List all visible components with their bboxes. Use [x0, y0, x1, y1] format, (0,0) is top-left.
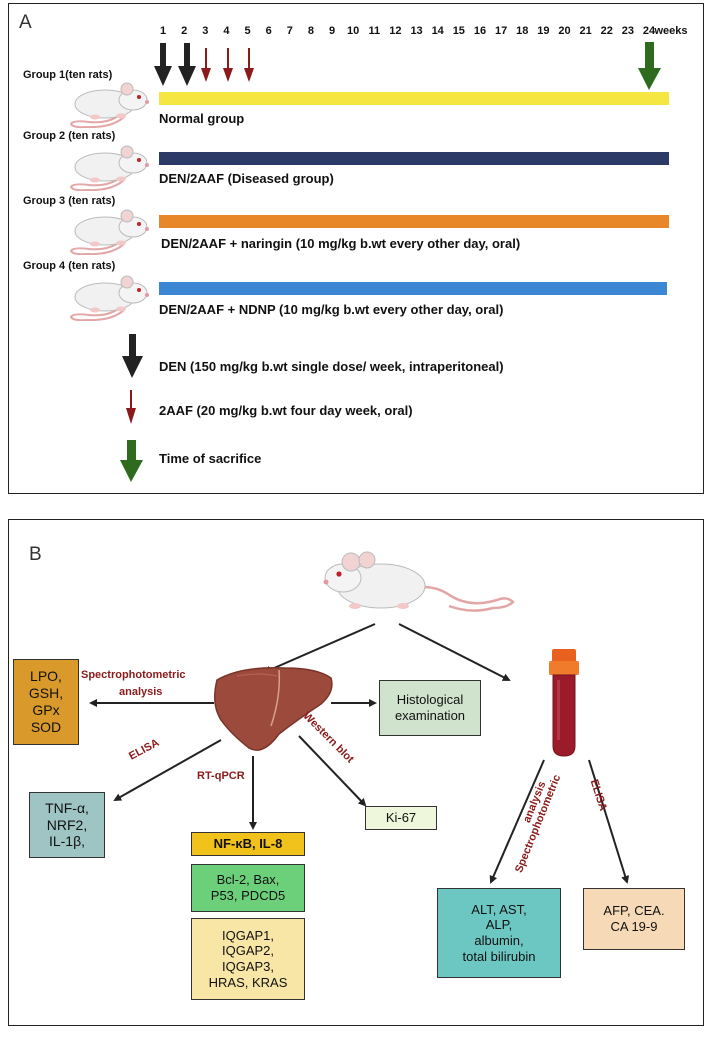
arrow-blood-to-tumor-markers: [588, 759, 630, 884]
week-tick-label: 23: [621, 25, 634, 37]
legend-den-text: DEN (150 mg/kg b.wt single dose/ week, i…: [159, 359, 504, 374]
week-tick-label: 7: [286, 25, 293, 37]
nfkb-il8-box: NF-κB, IL-8: [191, 832, 305, 856]
red-arrow-icon: [244, 48, 254, 82]
group-2-label: Group 2 (ten rats): [23, 130, 116, 142]
group-4-description: DEN/2AAF + NDNP (10 mg/kg b.wt every oth…: [159, 302, 504, 317]
week-tick-label: 2: [181, 25, 188, 37]
week-tick-label: 24: [642, 25, 656, 37]
histological-examination-box: Histological examination: [379, 680, 481, 736]
arrow-rat-to-liver: [263, 623, 376, 674]
week-tick-label: 9: [328, 25, 336, 37]
legend-sacrifice-text: Time of sacrifice: [159, 451, 262, 466]
red-arrow-icon: [223, 48, 233, 82]
cytokines-box: TNF-α, NRF2, IL-1β,: [29, 792, 105, 858]
apoptosis-genes-box: Bcl-2, Bax, P53, PDCD5: [191, 864, 305, 912]
green-arrow-icon: [120, 440, 143, 482]
iqgap-ras-genes-box: IQGAP1, IQGAP2, IQGAP3, HRAS, KRAS: [191, 918, 305, 1000]
red-arrow-icon: [201, 48, 211, 82]
group-1-description: Normal group: [159, 111, 245, 126]
week-tick-label: 20: [558, 25, 571, 37]
week-tick-label: 5: [244, 25, 251, 37]
week-tick-label: 18: [516, 25, 529, 37]
week-tick-label: 14: [431, 25, 444, 37]
black-arrow-icon: [154, 43, 172, 86]
workflow-diagram: [89, 551, 630, 884]
tumor-markers-box: AFP, CEA. CA 19-9: [583, 888, 685, 950]
green-arrow-icon: [638, 42, 661, 90]
group-3-label: Group 3 (ten rats): [23, 195, 116, 207]
oxidative-markers-box: LPO, GSH, GPx SOD: [13, 659, 79, 745]
week-tick-label: 21: [579, 25, 592, 37]
week-tick-label: 6: [265, 25, 272, 37]
week-tick-label: 1: [159, 25, 167, 37]
arrow-blood-to-liver-function: [489, 759, 545, 884]
arrow-rat-to-blood: [398, 623, 511, 681]
week-tick-label: 8: [307, 25, 314, 37]
week-tick-label: 10: [347, 25, 360, 37]
group-4-label: Group 4 (ten rats): [23, 260, 116, 272]
group-2-description: DEN/2AAF (Diseased group): [159, 171, 334, 186]
group-3-description: DEN/2AAF + naringin (10 mg/kg b.wt every…: [161, 236, 521, 251]
legend-2aaf-text: 2AAF (20 mg/kg b.wt four day week, oral): [159, 403, 413, 418]
group-1-timeline-bar: [159, 92, 669, 105]
week-tick-label: 4: [223, 25, 230, 37]
black-arrow-icon: [178, 43, 196, 86]
black-arrow-icon: [122, 334, 143, 378]
weeks-unit-label: weeks: [654, 25, 688, 37]
red-arrow-icon: [126, 390, 136, 424]
arrow-liver-to-ki67: [298, 735, 367, 807]
week-tick-label: 19: [537, 25, 550, 37]
week-tick-label: 15: [452, 25, 465, 37]
rt-qpcr-label: RT-qPCR: [197, 770, 245, 782]
panel-b-label: B: [29, 544, 42, 565]
panel-b: B: [8, 519, 704, 1026]
group-2-timeline-bar: [159, 152, 669, 165]
week-tick-label: 13: [410, 25, 423, 37]
group-1-label: Group 1(ten rats): [23, 69, 113, 81]
week-tick-label: 11: [368, 25, 381, 37]
liver-function-box: ALT, AST, ALP, albumin, total bilirubin: [437, 888, 561, 978]
week-tick-label: 3: [202, 25, 209, 37]
week-tick-label: 22: [600, 25, 613, 37]
panel-a-label: A: [19, 12, 32, 33]
group-3-timeline-bar: [159, 215, 669, 228]
ki67-box: Ki-67: [365, 806, 437, 830]
analysis-left-label: analysis: [119, 686, 163, 698]
week-tick-label: 16: [473, 25, 487, 37]
rat-icon: [323, 551, 515, 612]
blood-tube-icon: [549, 649, 579, 757]
spectrophotometric-left-label: Spectrophotometric: [81, 669, 186, 681]
group-4-timeline-bar: [159, 282, 667, 295]
arrow-liver-to-cytokines: [113, 739, 222, 801]
dosing-arrows: [120, 42, 661, 482]
week-tick-label: 12: [389, 25, 402, 37]
week-tick-label: 17: [494, 25, 508, 37]
liver-icon: [214, 667, 333, 751]
